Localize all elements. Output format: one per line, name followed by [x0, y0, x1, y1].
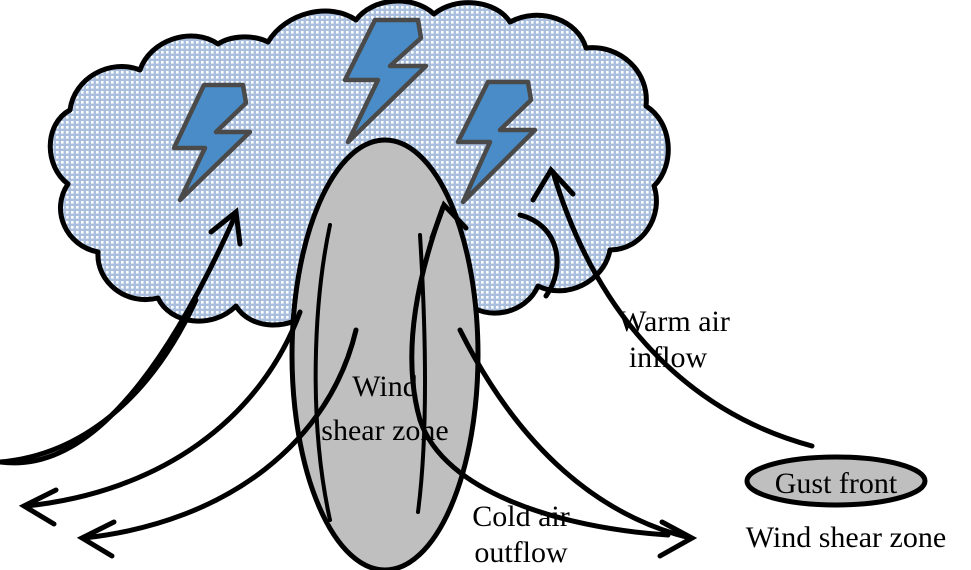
wind-shear-zone-label-line2: shear zone	[321, 414, 448, 447]
wind-shear-zone-ellipse	[289, 137, 481, 570]
lightning-bolt-left	[171, 82, 253, 203]
warm-air-inflow-label-line2: inflow	[629, 341, 708, 374]
inflow-arrow-right	[530, 165, 576, 203]
inflow-line-right	[550, 169, 815, 449]
lightning-bolt-right	[455, 79, 538, 205]
outflow-line-left-top	[0, 297, 199, 465]
outflow-line-right	[457, 327, 693, 541]
lightning-bolt-center	[342, 17, 429, 145]
outflow-line-left-mid	[23, 309, 303, 509]
shear-striation-right	[416, 233, 428, 514]
outflow-arrow-left-low	[76, 519, 117, 559]
wind-shear-zone-label-line1: Wind	[352, 370, 417, 403]
inflow-arrow-left	[208, 207, 243, 247]
inflow-hook-right	[517, 212, 560, 299]
outflow-arrow-left-mid	[18, 487, 59, 527]
outflow-line-left-low	[81, 327, 359, 541]
outflow-arrow-right	[657, 519, 698, 559]
wind-shear-zone-callout-label: Wind shear zone	[746, 521, 946, 554]
cold-air-outflow-label-line2: outflow	[474, 536, 568, 569]
warm-air-inflow-label-line1: Warm air	[618, 305, 730, 338]
cold-air-outflow-label-line1: Cold air	[472, 500, 570, 533]
gust-front-ellipse	[744, 454, 928, 508]
flow-lines	[0, 165, 815, 559]
gust-front-label: Gust front	[775, 467, 898, 500]
inflow-arrow-center	[429, 200, 469, 241]
shear-striation-left	[313, 223, 332, 522]
